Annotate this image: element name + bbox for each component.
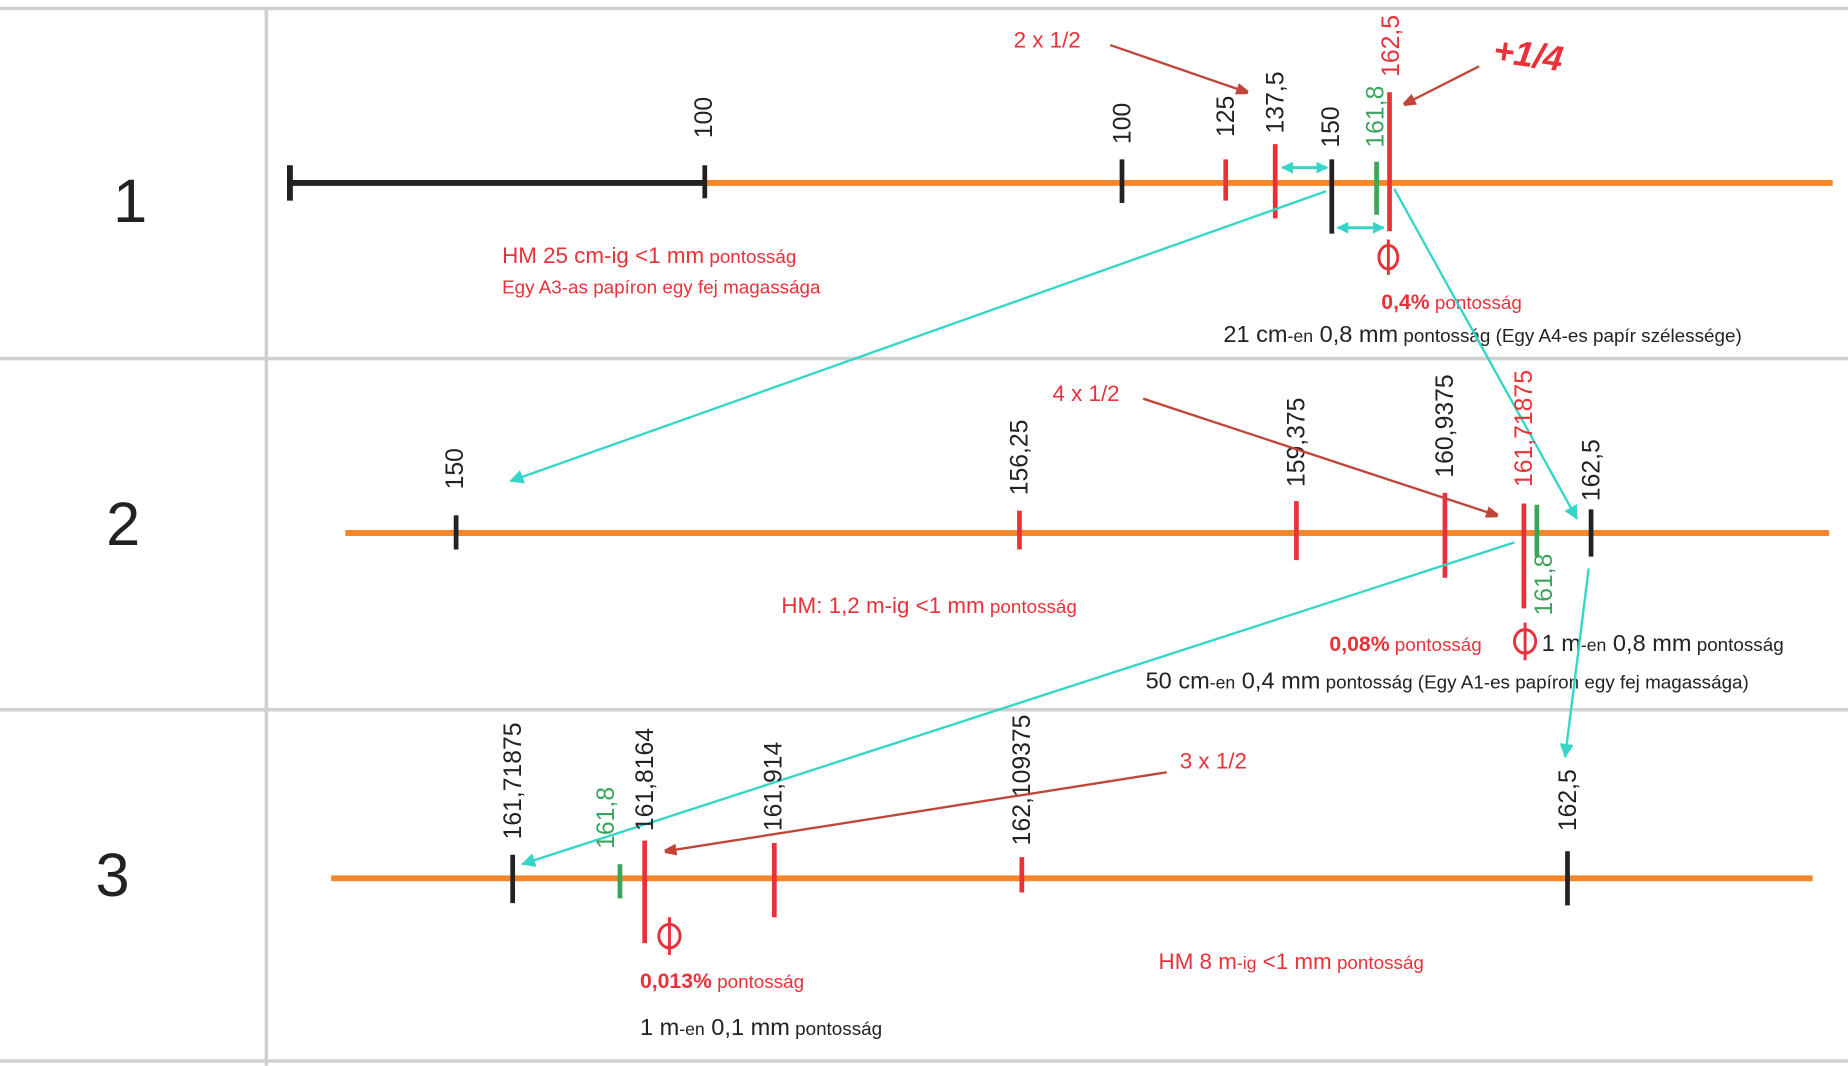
connector-arrow: [1393, 188, 1578, 520]
row-number-1: 1: [113, 167, 147, 235]
row-number-2: 2: [106, 490, 140, 558]
hm-text: HM: 1,2 m-ig <1 mm pontosság: [781, 593, 1076, 618]
handwritten-plus-quarter: +1/4: [1491, 31, 1566, 79]
connector-arrow: [509, 190, 1327, 484]
tick-label: 150: [1318, 106, 1345, 147]
tick-label: 100: [1109, 103, 1136, 144]
hm-subtext: Egy A3-as papíron egy fej magassága: [502, 277, 821, 298]
pointer-arrow: [1109, 43, 1247, 92]
tick-label: 161,71875: [500, 722, 527, 839]
tick-label: 162,5: [1378, 15, 1405, 77]
tick-label: 162,109375: [1009, 715, 1036, 846]
precision-text: 0,08% pontosság: [1329, 633, 1481, 656]
connector-arrow: [1559, 568, 1590, 759]
detail-text: 1 m-en 0,8 mm pontosság: [1542, 630, 1784, 656]
hm-text: HM 25 cm-ig <1 mm pontosság: [502, 243, 796, 268]
pointer-arrow: [1405, 65, 1480, 104]
row-1: 100 100 125 137,5 150 161,8 162,5 2 x 1/…: [286, 15, 1833, 520]
tick-label: 137,5: [1262, 72, 1289, 134]
row-number-3: 3: [95, 841, 129, 909]
tick-label: 161,914: [760, 741, 787, 831]
row-3: 161,71875 161,8 161,8164 161,914 162,109…: [331, 715, 1813, 1040]
step-label: 2 x 1/2: [1014, 27, 1081, 52]
golden-label: 161,8: [1363, 86, 1390, 148]
phi-icon: [1377, 239, 1400, 275]
precision-text: 0,013% pontosság: [640, 970, 804, 993]
tick-label: 161,8164: [632, 728, 659, 831]
tick-label: 162,5: [1578, 439, 1605, 501]
precision-text: 0,4% pontosság: [1381, 291, 1522, 314]
connector-arrow: [520, 541, 1515, 867]
tick-label: 125: [1213, 96, 1240, 137]
tick-label: 161,71875: [1511, 370, 1538, 487]
detail-text: 21 cm-en 0,8 mm pontosság (Egy A4-es pap…: [1223, 321, 1741, 347]
tick-label: 159,375: [1284, 398, 1311, 487]
pointer-arrow: [1142, 397, 1497, 516]
phi-icon: [1512, 622, 1538, 661]
tick-label: 156,25: [1007, 420, 1034, 496]
step-label: 4 x 1/2: [1052, 381, 1119, 406]
row-2: 150 156,25 159,375 160,9375 161,71875 16…: [345, 370, 1830, 867]
golden-label: 161,8: [593, 787, 620, 849]
tick-label: 150: [442, 448, 469, 489]
phi-icon: [657, 917, 682, 955]
detail-text: 1 m-en 0,1 mm pontosság: [640, 1014, 882, 1040]
tick-label: 100: [691, 97, 718, 138]
golden-label: 161,8: [1531, 554, 1558, 616]
pointer-arrow: [666, 771, 1167, 851]
table-grid: [0, 6, 1848, 1066]
hm-text: HM 8 m-ig <1 mm pontosság: [1159, 949, 1424, 974]
step-label: 3 x 1/2: [1180, 749, 1247, 774]
tick-label: 160,9375: [1432, 374, 1459, 477]
tick-label: 162,5: [1555, 769, 1582, 831]
detail-text: 50 cm-en 0,4 mm pontosság (Egy A1-es pap…: [1146, 668, 1749, 694]
